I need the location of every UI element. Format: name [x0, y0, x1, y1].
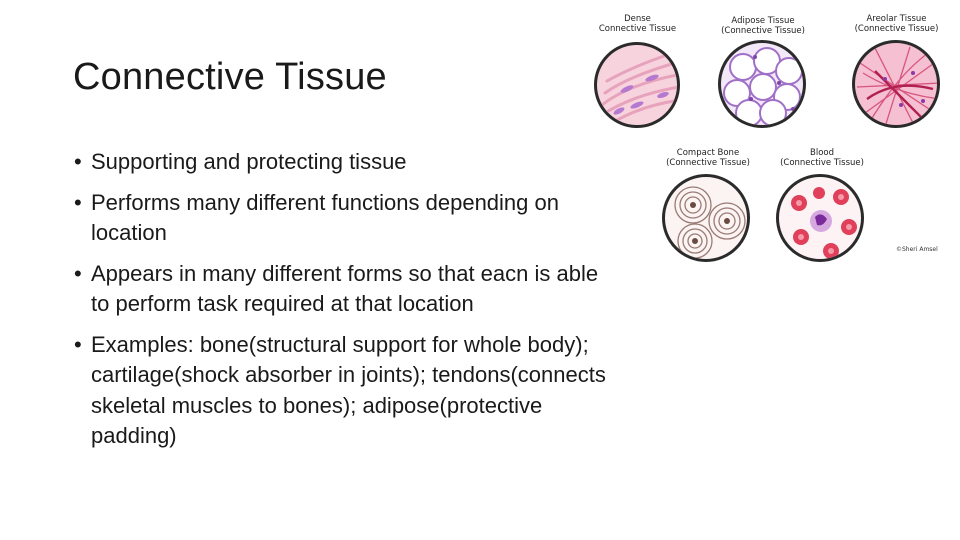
adipose-tissue-image — [718, 40, 806, 128]
bullet-text: Appears in many different forms so that … — [91, 260, 599, 317]
bullet-glyph: • — [74, 331, 82, 357]
bullet-glyph: • — [74, 260, 82, 286]
bullet-text: Examples: bone(structural support for wh… — [91, 331, 606, 449]
compact-bone-image — [662, 174, 750, 262]
bullet-text: Supporting and protecting tissue — [91, 149, 407, 174]
bullet-item: • Examples: bone(structural support for w… — [74, 330, 619, 452]
bullet-list: • Supporting and protecting tissue • Perfo… — [74, 147, 619, 462]
caption-blood: Blood (Connective Tissue) — [780, 148, 864, 168]
image-credit: ©Sheri Amsel — [896, 246, 938, 253]
dense-tissue-image — [594, 42, 680, 128]
caption-dense: Dense Connective Tissue — [598, 14, 677, 34]
bullet-glyph: • — [74, 189, 82, 215]
caption-areolar: Areolar Tissue (Connective Tissue) — [854, 14, 939, 34]
bullet-text: Performs many different functions depend… — [91, 189, 559, 246]
blood-image — [776, 174, 864, 262]
bullet-item: • Appears in many different forms so that… — [74, 259, 619, 320]
caption-bone: Compact Bone (Connective Tissue) — [666, 148, 750, 168]
caption-adipose: Adipose Tissue (Connective Tissue) — [721, 16, 805, 36]
bullet-glyph: • — [74, 149, 82, 174]
slide-title: Connective Tissue — [73, 56, 387, 98]
areolar-tissue-image — [852, 40, 940, 128]
bullet-item: • Supporting and protecting tissue — [74, 147, 619, 178]
tissue-illustration: Dense Connective Tissue Adipose Tissue (… — [590, 8, 950, 278]
bullet-item: • Performs many different functions depen… — [74, 188, 619, 249]
